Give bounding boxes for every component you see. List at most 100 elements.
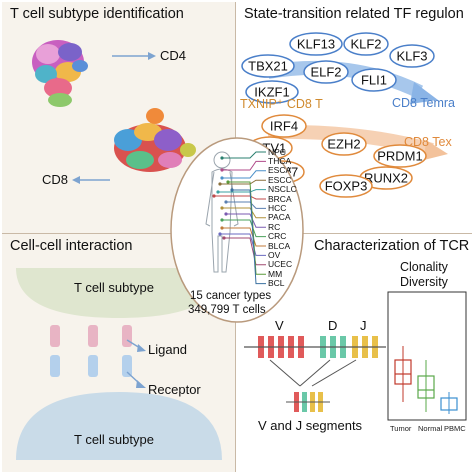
- cancer-connector-bcl: [232, 189, 266, 285]
- organ-dot-thca: [220, 168, 224, 172]
- cancer-label-brca: BRCA: [268, 193, 292, 204]
- orange-tf-prdm1: PRDM1: [373, 144, 427, 168]
- cancer-connector-mm: [228, 181, 266, 275]
- interaction-panel-title: Cell-cell interaction: [10, 238, 133, 254]
- cd4-label: CD4: [160, 48, 187, 63]
- cancer-connector-thca: [222, 160, 266, 171]
- top-cell-label: T cell subtype: [74, 280, 154, 295]
- txnip-label: TXNIP⁺ CD8 T: [240, 97, 323, 111]
- organ-dot-mm: [226, 180, 230, 184]
- diversity-label: Diversity: [400, 275, 448, 289]
- cd4-umap-cluster: [32, 40, 88, 107]
- cancer-label-npc: NPC: [268, 146, 286, 157]
- cancer-types-label: 15 cancer types: [190, 290, 272, 302]
- j-label: J: [360, 318, 367, 333]
- cancer-connector-hcc: [226, 201, 266, 209]
- cancer-label-hcc: HCC: [268, 202, 287, 213]
- clonality-boxplot: [394, 346, 458, 414]
- cancer-label-nsclc: NSCLC: [268, 184, 297, 195]
- organ-dot-bcl: [230, 188, 234, 192]
- blue-tf-ikzf1: IKZF1: [245, 80, 299, 104]
- tcell-panel-title: T cell subtype identification: [10, 6, 184, 22]
- group-normal-label: Normal: [418, 424, 443, 433]
- organ-dot-nsclc: [216, 190, 220, 194]
- cancer-label-mm: MM: [268, 268, 283, 279]
- orange-tf-irf4: IRF4: [261, 114, 307, 138]
- group-tumor-label: Tumor: [390, 424, 412, 433]
- organ-dot-crc: [220, 218, 224, 222]
- clonality-label: Clonality: [400, 260, 448, 274]
- temra-label: CD8 Temra: [392, 96, 455, 110]
- svg-text:KLF3: KLF3: [396, 49, 427, 64]
- cd8-umap-cluster: [114, 108, 196, 172]
- blue-tf-klf3: KLF3: [389, 44, 435, 68]
- svg-text:EZH2: EZH2: [327, 137, 360, 152]
- ligand-label: Ligand: [148, 342, 188, 357]
- organ-dot-paca: [220, 206, 224, 210]
- cancer-label-esca: ESCA: [268, 165, 292, 176]
- orange-tf-ezh2: EZH2: [321, 132, 367, 156]
- organ-dot-rc: [224, 212, 228, 216]
- bottom-cell-membrane: [16, 392, 222, 460]
- top-cell-membrane: [16, 268, 222, 318]
- organ-dot-ucec: [222, 236, 226, 240]
- blue-tf-fli1: FLI1: [351, 68, 397, 92]
- cancer-label-bcl: BCL: [268, 278, 285, 289]
- svg-text:TBX21: TBX21: [248, 59, 288, 74]
- cancer-connector-ucec: [224, 237, 266, 266]
- orange-tf-runx2: RUNX2: [359, 166, 413, 190]
- cancer-connector-esca: [222, 170, 266, 179]
- cancer-label-rc: RC: [268, 221, 281, 232]
- organ-dot-hcc: [224, 200, 228, 204]
- cancer-connector-nsclc: [218, 189, 266, 193]
- center-circle: [170, 137, 304, 323]
- segments-label: V and J segments: [258, 418, 363, 433]
- organ-dot-blca: [220, 226, 224, 230]
- svg-text:IKZF1: IKZF1: [254, 85, 289, 100]
- cancer-connector-paca: [222, 207, 266, 219]
- svg-text:FLI1: FLI1: [361, 73, 387, 88]
- organ-dot-brca: [212, 194, 216, 198]
- blue-tf-tbx21: TBX21: [241, 54, 295, 78]
- svg-text:RUNX2: RUNX2: [364, 171, 408, 186]
- organ-dot-ov: [218, 232, 222, 236]
- cancer-label-crc: CRC: [268, 231, 287, 242]
- ligand-receptor-pairs: [50, 325, 132, 377]
- cancer-label-escc: ESCC: [268, 174, 292, 185]
- cancer-label-thca: THCA: [268, 155, 292, 166]
- clonality-boxplot-frame: [387, 291, 467, 421]
- svg-text:FOXP3: FOXP3: [325, 179, 368, 194]
- blue-tf-elf2: ELF2: [303, 60, 349, 84]
- cancer-label-ov: OV: [268, 249, 281, 260]
- cancer-label-ucec: UCEC: [268, 259, 293, 270]
- cd8-label: CD8: [42, 172, 69, 187]
- organ-dot-escc: [218, 182, 222, 186]
- cancer-label-blca: BLCA: [268, 240, 291, 251]
- d-label: D: [328, 318, 338, 333]
- svg-text:IRF4: IRF4: [270, 119, 298, 134]
- svg-text:KLF2: KLF2: [350, 37, 381, 52]
- blue-tf-klf2: KLF2: [343, 32, 389, 56]
- cancer-connector-escc: [220, 179, 266, 185]
- bottom-cell-label: T cell subtype: [74, 432, 154, 447]
- cancer-connector-brca: [214, 195, 266, 200]
- organ-dot-npc: [220, 156, 224, 160]
- tf-panel-title: State-transition related TF regulon: [244, 6, 464, 22]
- cancer-connector-ov: [220, 233, 266, 256]
- svg-text:PRDM1: PRDM1: [377, 149, 423, 164]
- cancer-connector-npc: [222, 151, 266, 159]
- orange-tf-foxp3: FOXP3: [319, 174, 373, 198]
- organ-dot-esca: [220, 176, 224, 180]
- receptor-label: Receptor: [148, 382, 201, 397]
- recombined-segment: [286, 392, 330, 412]
- blue-tf-klf13: KLF13: [289, 32, 343, 56]
- cancer-label-paca: PACA: [268, 212, 291, 223]
- svg-text:KLF13: KLF13: [297, 37, 335, 52]
- tcr-panel-title: Characterization of TCR: [314, 238, 470, 254]
- svg-text:ELF2: ELF2: [310, 65, 341, 80]
- group-pbmc-label: PBMC: [444, 424, 466, 433]
- v-label: V: [275, 318, 284, 333]
- tex-label: CD8 Tex: [404, 135, 452, 149]
- cell-count-label: 349,799 T cells: [188, 304, 266, 316]
